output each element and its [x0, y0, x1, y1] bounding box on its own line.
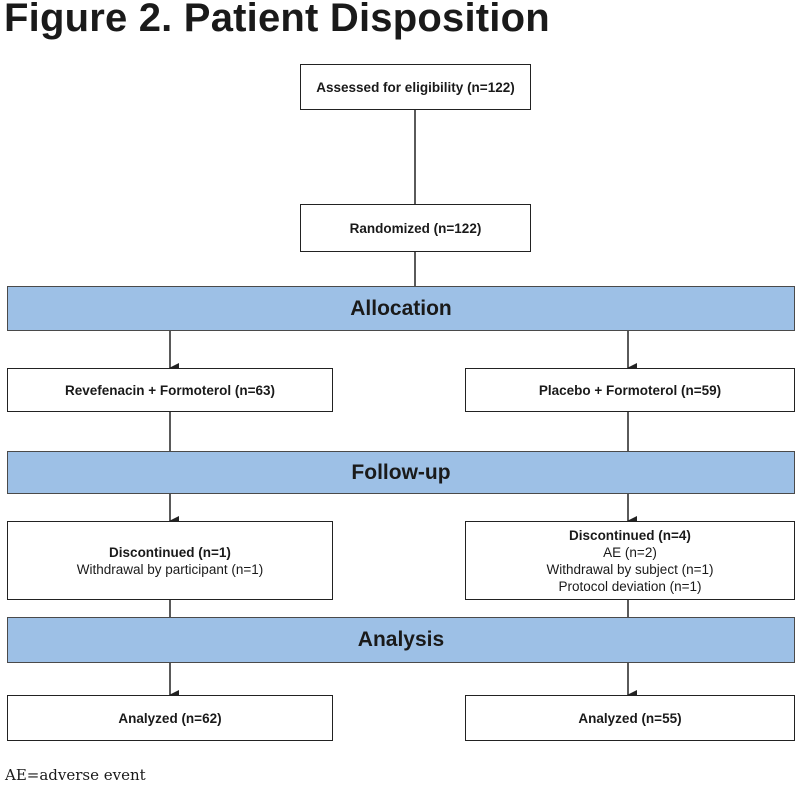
followup-label: Follow-up [351, 460, 451, 484]
assessed-box: Assessed for eligibility (n=122) [300, 64, 531, 110]
right-arm-box: Placebo + Formoterol (n=59) [465, 368, 795, 412]
right-discontinued-reason: AE (n=2) [603, 544, 657, 560]
followup-band: Follow-up [7, 451, 795, 494]
right-discontinued-reason: Withdrawal by subject (n=1) [546, 561, 714, 577]
left-arm-box: Revefenacin + Formoterol (n=63) [7, 368, 333, 412]
analysis-label: Analysis [357, 628, 445, 651]
left-discontinued-reason: Withdrawal by participant (n=1) [76, 561, 264, 577]
left-analyzed-box: Analyzed (n=62) [7, 695, 333, 741]
left-discontinued-box: Discontinued (n=1) Withdrawal by partici… [7, 521, 333, 600]
right-arm-label: Placebo + Formoterol (n=59) [538, 382, 722, 398]
analysis-band: Analysis [7, 617, 795, 663]
allocation-label: Allocation [350, 296, 452, 320]
footnote: AE=adverse event [5, 766, 146, 784]
right-discontinued-heading: Discontinued (n=4) [569, 527, 691, 543]
figure-title: Figure 2. Patient Disposition [4, 0, 550, 40]
right-discontinued-box: Discontinued (n=4) AE (n=2) Withdrawal b… [465, 521, 795, 600]
right-analyzed-label: Analyzed (n=55) [578, 710, 682, 726]
right-analyzed-box: Analyzed (n=55) [465, 695, 795, 741]
allocation-band: Allocation [7, 286, 795, 331]
left-arm-label: Revefenacin + Formoterol (n=63) [64, 382, 276, 398]
randomized-box: Randomized (n=122) [300, 204, 531, 252]
assessed-label: Assessed for eligibility (n=122) [316, 79, 515, 95]
left-analyzed-label: Analyzed (n=62) [118, 710, 222, 726]
left-discontinued-heading: Discontinued (n=1) [109, 544, 231, 560]
randomized-label: Randomized (n=122) [349, 220, 482, 236]
right-discontinued-reason: Protocol deviation (n=1) [558, 578, 702, 594]
